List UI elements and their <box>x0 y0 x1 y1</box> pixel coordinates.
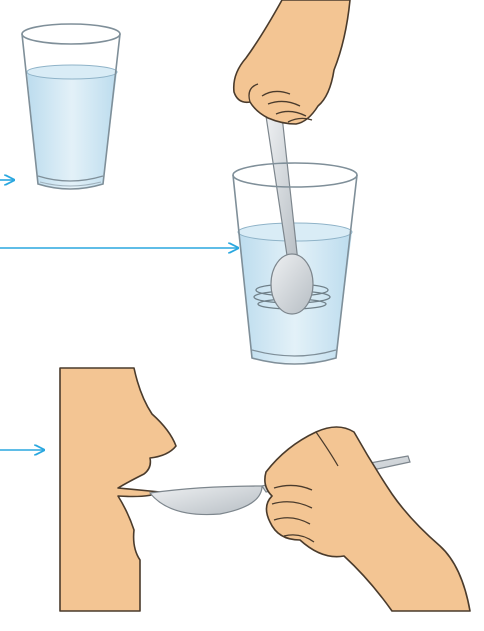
glass-of-water <box>22 24 120 189</box>
drinking-from-spoon <box>60 368 470 611</box>
stirring-with-spoon <box>233 0 357 364</box>
spoon-stir-icon <box>233 0 357 364</box>
glass-icon <box>22 24 120 189</box>
spoon-drink-icon <box>60 368 470 611</box>
